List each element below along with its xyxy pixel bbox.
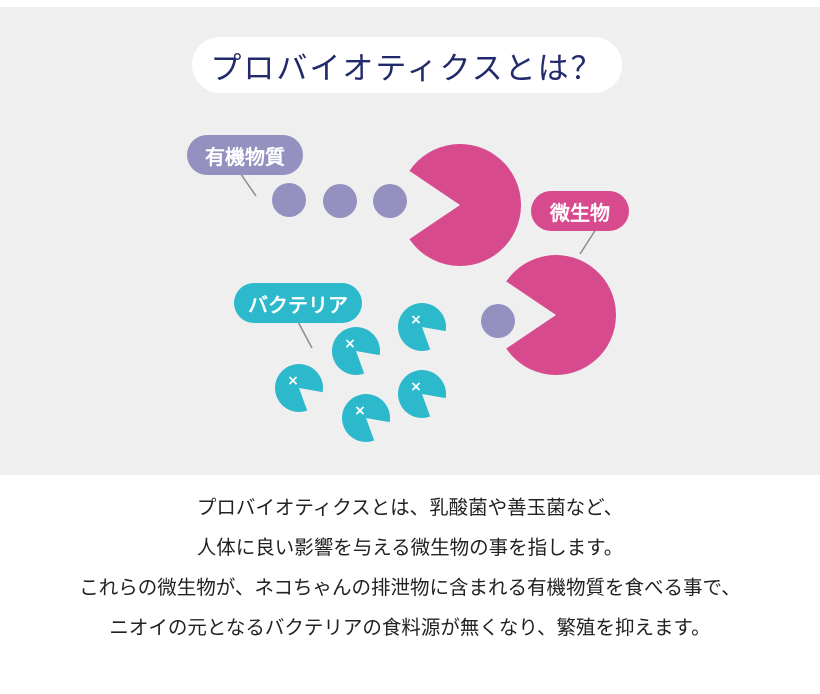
description-text: プロバイオティクスとは、乳酸菌や善玉菌など、 人体に良い影響を与える微生物の事を… <box>0 488 820 648</box>
microorganism-shape <box>506 255 617 375</box>
bacteria-body <box>398 302 447 351</box>
bacteria-shape: × <box>275 363 324 412</box>
title-pill: プロバイオティクスとは？ <box>192 37 622 93</box>
page-title: プロバイオティクスとは？ <box>210 50 604 87</box>
bacteria-body <box>332 326 381 375</box>
bacteria-x-mark: × <box>287 373 299 389</box>
bacteria-shape: × <box>342 393 391 442</box>
bacteria-x-mark: × <box>410 379 422 395</box>
bacteria-body <box>275 363 324 412</box>
microorganism-shape <box>409 143 522 266</box>
bacteria-x-mark: × <box>354 403 366 419</box>
bacteria-x-mark: × <box>410 312 422 328</box>
bacteria-shape: × <box>332 326 381 375</box>
organic-dot <box>272 183 306 217</box>
organic-dot <box>373 184 407 218</box>
bacteria-x-mark: × <box>344 336 356 352</box>
label-bacteria: バクテリア <box>234 283 362 323</box>
organic-dot <box>323 184 357 218</box>
bacteria-body <box>398 369 447 418</box>
label-bacteria-text: バクテリア <box>248 292 348 317</box>
bacteria-shape: × <box>398 302 447 351</box>
description-line: ニオイの元となるバクテリアの食料源が無くなり、繁殖を抑えます。 <box>109 616 711 639</box>
organic-dot <box>481 304 515 338</box>
label-microorganism-text: 微生物 <box>550 200 610 225</box>
bacteria-leader-line <box>295 317 313 349</box>
bacteria-shape: × <box>398 369 447 418</box>
description-line: プロバイオティクスとは、乳酸菌や善玉菌など、 <box>196 496 624 519</box>
label-organic-matter-text: 有機物質 <box>205 144 285 169</box>
description-line: 人体に良い影響を与える微生物の事を指します。 <box>196 536 624 559</box>
bacteria-body <box>342 393 391 442</box>
label-organic-matter: 有機物質 <box>187 135 303 175</box>
diagram-graphic: × × × × × <box>237 143 617 442</box>
description-line: これらの微生物が、ネコちゃんの排泄物に含まれる有機物質を食べる事で、 <box>79 576 741 599</box>
label-microorganism: 微生物 <box>531 191 629 231</box>
